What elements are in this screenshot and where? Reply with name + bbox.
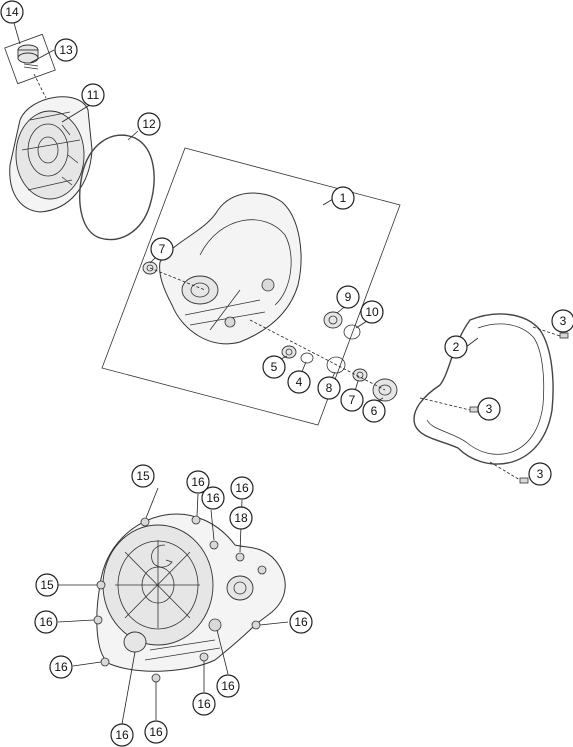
callout-1: 1 [331,186,355,210]
svg-text:1: 1 [340,191,347,205]
svg-text:16: 16 [54,660,68,674]
clutch-cover-gasket [79,134,155,241]
seal-7-lower [352,368,368,382]
callout-7-upper: 7 [150,237,174,261]
assembled-clutch-cover [96,513,286,672]
svg-text:7: 7 [349,393,356,407]
screw-3a [532,326,569,339]
callout-6: 6 [362,399,386,423]
svg-text:16: 16 [206,491,220,505]
svg-text:13: 13 [59,43,73,57]
callout-16-top-c: 16 [230,476,254,500]
callout-14: 14 [0,0,24,24]
callout-16-left-a: 16 [34,610,58,634]
callout-18: 18 [229,506,253,530]
svg-text:16: 16 [235,481,249,495]
callout-4: 4 [287,370,311,394]
callout-16-bottom-b: 16 [192,692,216,716]
callout-3c: 3 [528,462,552,486]
svg-text:3: 3 [486,402,493,416]
callout-15-top: 15 [131,464,155,488]
svg-text:16: 16 [39,615,53,629]
crankcase-gasket-inner [426,323,545,455]
svg-text:3: 3 [537,467,544,481]
callout-2: 2 [444,335,468,359]
svg-text:15: 15 [40,578,54,592]
svg-text:15: 15 [136,469,150,483]
svg-text:10: 10 [365,305,379,319]
callout-3a: 3 [551,309,573,333]
g-logo-icon [151,544,173,568]
callout-16-bottom-a: 16 [216,674,240,698]
callout-16-bottom-d: 16 [144,720,168,744]
callout-16-left-b: 16 [49,655,73,679]
callout-9: 9 [336,285,360,309]
svg-text:16: 16 [191,475,205,489]
callout-11: 11 [81,83,105,107]
svg-text:11: 11 [87,88,100,102]
callout-16-top-a: 16 [186,470,210,494]
callout-3b: 3 [477,397,501,421]
callout-7-lower: 7 [340,388,364,412]
svg-text:6: 6 [371,404,378,418]
svg-text:16: 16 [294,615,308,629]
svg-text:4: 4 [296,375,303,389]
callout-16-top-b: 16 [201,486,225,510]
crankcase-cover-part [159,192,302,345]
callout-5: 5 [262,355,286,379]
outer-clutch-cover [9,96,93,213]
svg-text:12: 12 [142,117,156,131]
filler-cap-assembly [4,33,56,99]
crankcase-cover-frame [101,147,401,426]
callout-16-bottom-c: 16 [110,723,134,747]
seal-5 [281,345,297,359]
callout-12: 12 [137,112,161,136]
svg-text:14: 14 [5,5,19,19]
svg-text:5: 5 [271,360,278,374]
svg-text:16: 16 [115,728,129,742]
svg-text:8: 8 [326,381,333,395]
callout-10: 10 [360,300,384,324]
svg-text:18: 18 [234,511,248,525]
circlip-4 [300,352,314,364]
ring-8 [326,356,346,374]
svg-text:3: 3 [560,314,567,328]
callout-8: 8 [317,376,341,400]
svg-text:16: 16 [149,725,163,739]
screw-3c [489,461,529,484]
svg-text:2: 2 [453,340,460,354]
ring-10 [343,324,361,340]
svg-text:16: 16 [197,697,211,711]
svg-text:16: 16 [221,679,235,693]
callout-15-left: 15 [35,573,59,597]
callout-13: 13 [54,38,78,62]
bearing-9 [323,311,343,329]
svg-text:7: 7 [159,242,166,256]
callout-16-right: 16 [289,610,313,634]
screw-3b [419,397,479,413]
svg-text:9: 9 [345,290,352,304]
